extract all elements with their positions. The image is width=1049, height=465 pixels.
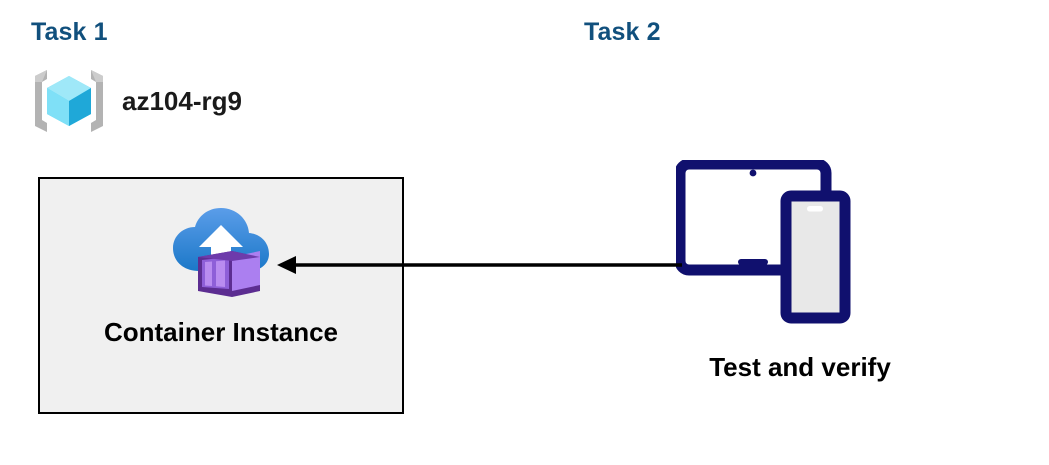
resource-group-name: az104-rg9 — [122, 85, 242, 116]
azure-resource-group-icon — [30, 62, 108, 140]
test-and-verify-label: Test and verify — [709, 352, 891, 382]
container-instance-label: Container Instance — [103, 317, 339, 347]
resource-group-row: az104-rg9 — [30, 62, 242, 140]
task-2-panel — [0, 454, 488, 465]
container-instance-panel: Container Instance — [38, 177, 404, 414]
task-2-label: Task 2 — [584, 18, 661, 46]
task-1-label: Task 1 — [31, 18, 108, 46]
